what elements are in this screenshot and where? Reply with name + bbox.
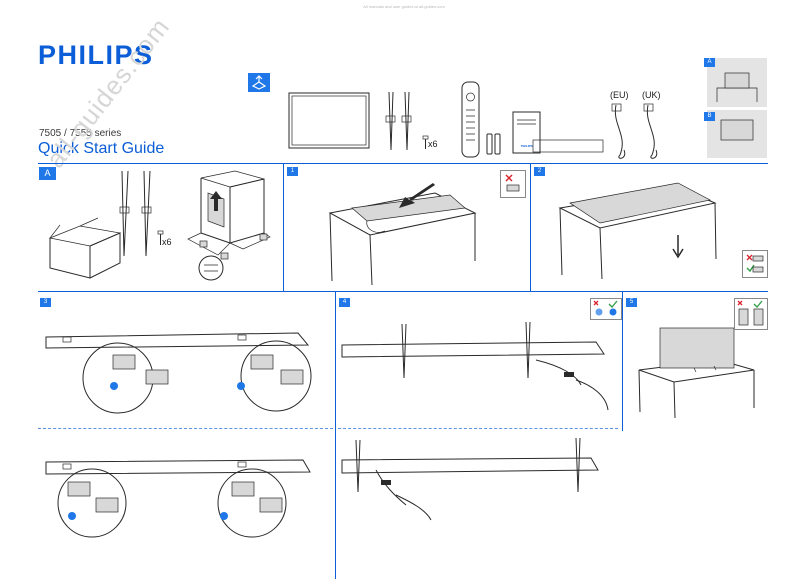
divider-v1 [283, 163, 284, 291]
plug-uk-label: (UK) [642, 90, 661, 100]
step-5-badge: 5 [626, 298, 637, 307]
divider-v3 [335, 291, 336, 579]
booklet-brand: PHILIPS [521, 144, 533, 148]
step-4b-illustration [341, 437, 599, 521]
cross-icon [737, 300, 743, 306]
divider-middle [38, 291, 768, 292]
option-b-badge: B [704, 112, 715, 121]
step-a-screws-count: x6 [162, 237, 172, 247]
step2-hint-box [742, 250, 768, 278]
screws-count: x6 [428, 139, 438, 149]
option-a-badge: A [704, 58, 715, 67]
step1-hint-box [500, 170, 526, 198]
step4-hint-box [590, 298, 622, 320]
cross-icon [593, 300, 599, 306]
cross-icon [505, 174, 513, 182]
step-1-badge: 1 [287, 167, 298, 176]
plug-eu-label: (EU) [610, 90, 629, 100]
step-a-badge: A [39, 167, 56, 180]
brand-logo: PHILIPS [38, 40, 154, 70]
step-2-badge: 2 [534, 167, 545, 176]
top-note: All manuals and user guides at all-guide… [363, 4, 445, 9]
divider-top [38, 163, 768, 164]
step-a-illustration [48, 170, 271, 281]
recycle-box-icon [248, 73, 270, 92]
divider-v4 [622, 291, 623, 431]
accessories-illustration [288, 81, 658, 159]
divider-v2 [530, 163, 531, 291]
check-icon [608, 300, 618, 308]
option-a-panel [707, 58, 767, 107]
option-b-panel [707, 110, 767, 158]
dash-left [38, 428, 333, 429]
step-2-illustration [558, 182, 717, 280]
step-3-illustration [45, 332, 312, 414]
step-3-badge: 3 [40, 298, 51, 307]
step-5-illustration [638, 327, 755, 419]
step-4-illustration [341, 321, 609, 411]
step5-hint-box [734, 298, 768, 330]
series-label: 7505 / 7555 series [39, 128, 122, 139]
step-3b-illustration [45, 459, 311, 538]
step-4-badge: 4 [339, 298, 350, 307]
check-icon [753, 300, 763, 308]
page-title: Quick Start Guide [38, 140, 165, 157]
dash-right [338, 428, 618, 429]
cross-icon [746, 254, 753, 261]
step-1-illustration [328, 183, 477, 286]
